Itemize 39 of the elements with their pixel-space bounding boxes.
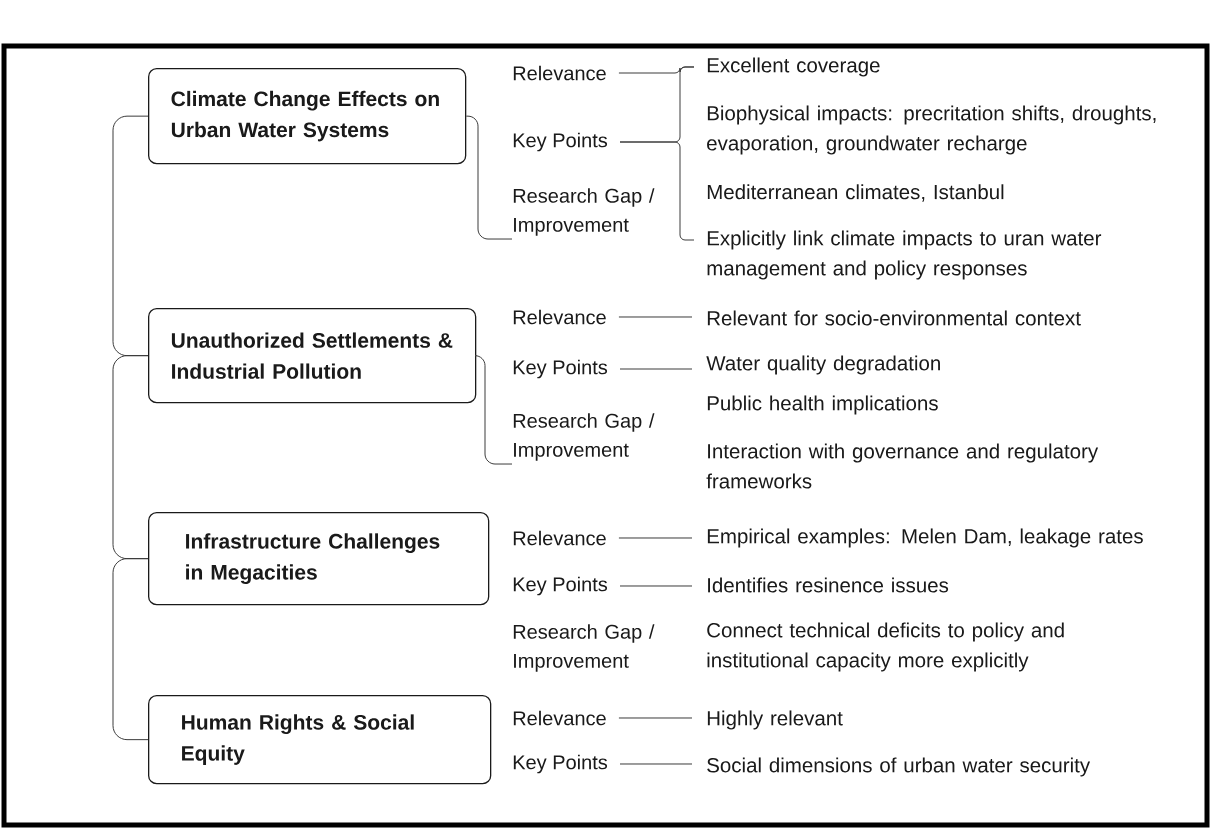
category-label: Key Points xyxy=(513,754,608,774)
detail-text: Highly relevant xyxy=(707,710,843,730)
bracket-line xyxy=(474,355,513,465)
spine-line xyxy=(112,115,149,357)
detail-text: Excellent coverage xyxy=(707,57,880,77)
category-label: Research Gap / Improvement xyxy=(513,624,655,672)
connector-line xyxy=(618,316,693,318)
topic-box: Unauthorized Settlements & Industrial Pollution xyxy=(148,308,477,404)
connector-line xyxy=(618,537,693,539)
connector-line xyxy=(619,585,693,587)
topic-box: Human Rights & Social Equity xyxy=(148,695,492,785)
topic-box: Infrastructure Challenges in Megacities xyxy=(148,512,490,606)
category-label: Research Gap / Improvement xyxy=(513,188,655,236)
detail-text: Mediterranean climates, Istanbul xyxy=(707,184,1004,202)
detail-text: Identifies resinence issues xyxy=(708,577,949,593)
connector-line xyxy=(619,763,693,765)
detail-text: Public health implications xyxy=(707,395,938,415)
detail-text: Interaction with governance and regulatory frameworks xyxy=(706,443,1099,489)
category-label: Relevance xyxy=(513,530,606,546)
topic-box: Climate Change Effects on Urban Water Systems xyxy=(148,68,467,165)
category-label: Key Points xyxy=(513,576,608,596)
category-label: Relevance xyxy=(513,710,606,726)
category-label: Key Points xyxy=(513,359,608,379)
connector-line xyxy=(619,368,693,370)
spine-line xyxy=(112,355,149,560)
category-label: Key Points xyxy=(513,132,608,152)
detail-text: Water quality degradation xyxy=(706,355,940,375)
detail-text: Biophysical impacts: precritation shifts, droughts, evaporation, groundwater recharge xyxy=(707,105,1156,155)
connector-line xyxy=(618,717,693,719)
detail-text: Connect technical deficits to policy and institutional capacity more explicitly xyxy=(707,622,1064,672)
category-label: Relevance xyxy=(513,309,606,325)
category-label: Relevance xyxy=(513,65,606,81)
spine-line xyxy=(112,558,149,741)
detail-text: Empirical examples: Melen Dam, leakage rates xyxy=(707,528,1143,548)
category-label: Research Gap / Improvement xyxy=(513,413,655,461)
detail-text: Social dimensions of urban water security xyxy=(707,757,1091,777)
bracket-line xyxy=(465,115,513,240)
detail-text: Relevant for socio-environmental context xyxy=(707,310,1081,326)
detail-text: Explicitly link climate impacts to uran water management and policy responses xyxy=(707,230,1102,280)
